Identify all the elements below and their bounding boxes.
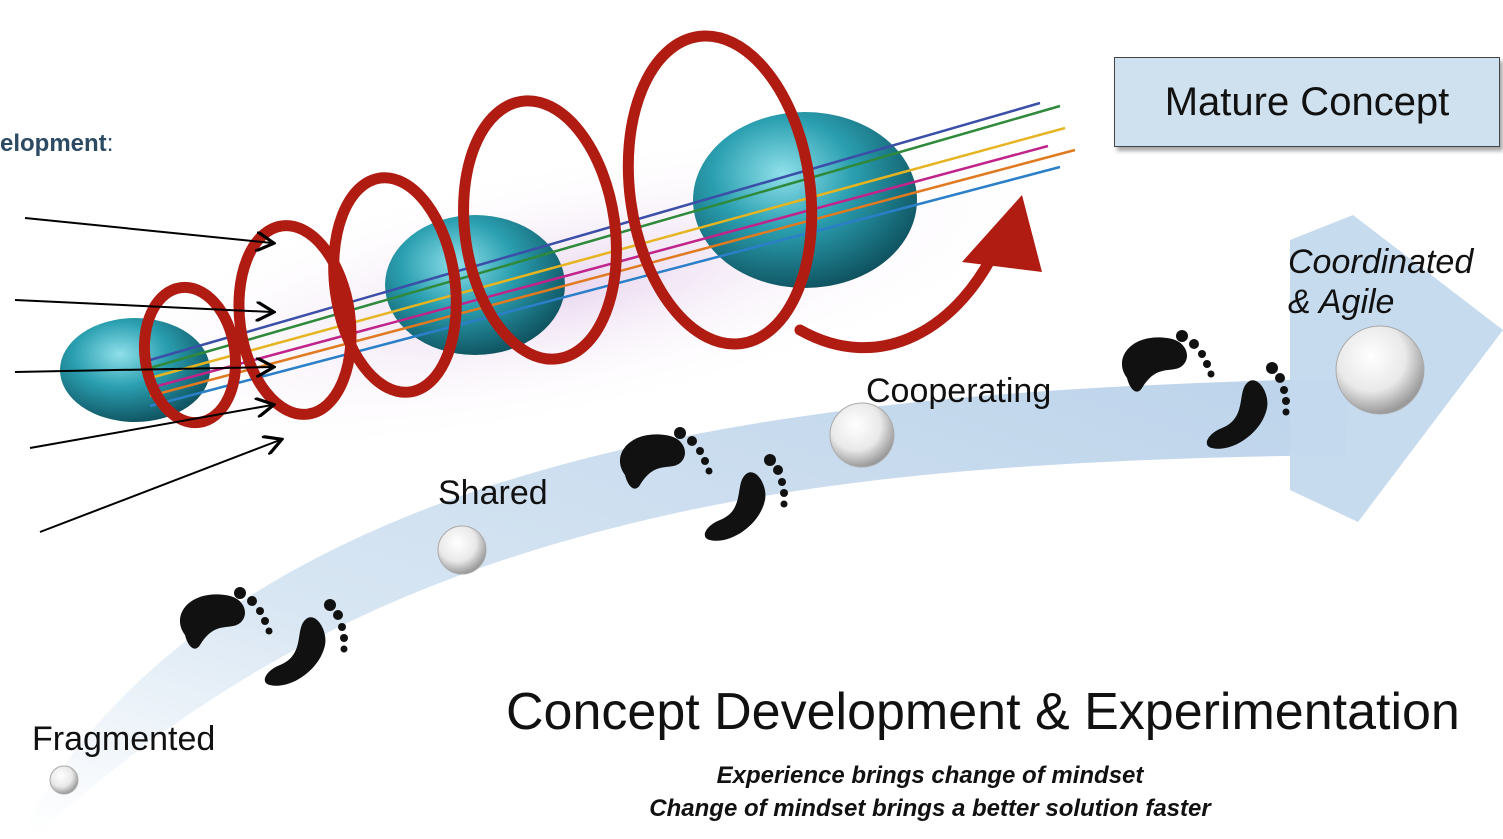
mature-concept-label: Mature Concept	[1164, 79, 1450, 124]
milestone-dot-icon	[829, 402, 895, 468]
tagline-line2: Change of mindset brings a better soluti…	[649, 795, 1211, 822]
pointer-lines	[14, 217, 280, 533]
milestone-dot-icon	[1335, 325, 1425, 415]
progress-arrow	[22, 378, 1350, 832]
mature-concept-box: Mature Concept	[1114, 57, 1500, 147]
spiral-arrow-icon	[138, 30, 1006, 429]
footprints-icon	[179, 587, 348, 686]
main-title: Concept Development & Experimentation	[506, 683, 1460, 741]
stage-coordinated-label: Coordinated & Agile	[1288, 242, 1473, 322]
tagline-line1: Experience brings change of mindset	[716, 762, 1144, 789]
milestone-dot-icon	[437, 525, 487, 575]
bundle-line	[149, 144, 1049, 390]
stage-shared-label: Shared	[438, 474, 548, 512]
milestone-dot-icon	[49, 765, 79, 795]
partial-heading-colon: :	[106, 130, 114, 157]
stage-coordinated-line2: & Agile	[1288, 283, 1395, 321]
footprints-icon	[619, 427, 788, 541]
bundle-line	[149, 104, 1061, 370]
stage-coordinated-line1: Coordinated	[1288, 243, 1474, 281]
partial-heading: elopment:	[0, 130, 113, 158]
partial-heading-bold: elopment	[0, 130, 107, 157]
stage-fragmented-label: Fragmented	[32, 720, 216, 758]
spiral-arrow-head	[962, 195, 1042, 272]
stage-cooperating-label: Cooperating	[866, 372, 1052, 410]
bundle-line	[149, 101, 1041, 362]
bundle-line	[149, 165, 1061, 408]
bundle-line	[149, 126, 1066, 380]
tagline: Experience brings change of mindset Chan…	[560, 759, 1300, 825]
footprints-icon	[1121, 330, 1290, 449]
